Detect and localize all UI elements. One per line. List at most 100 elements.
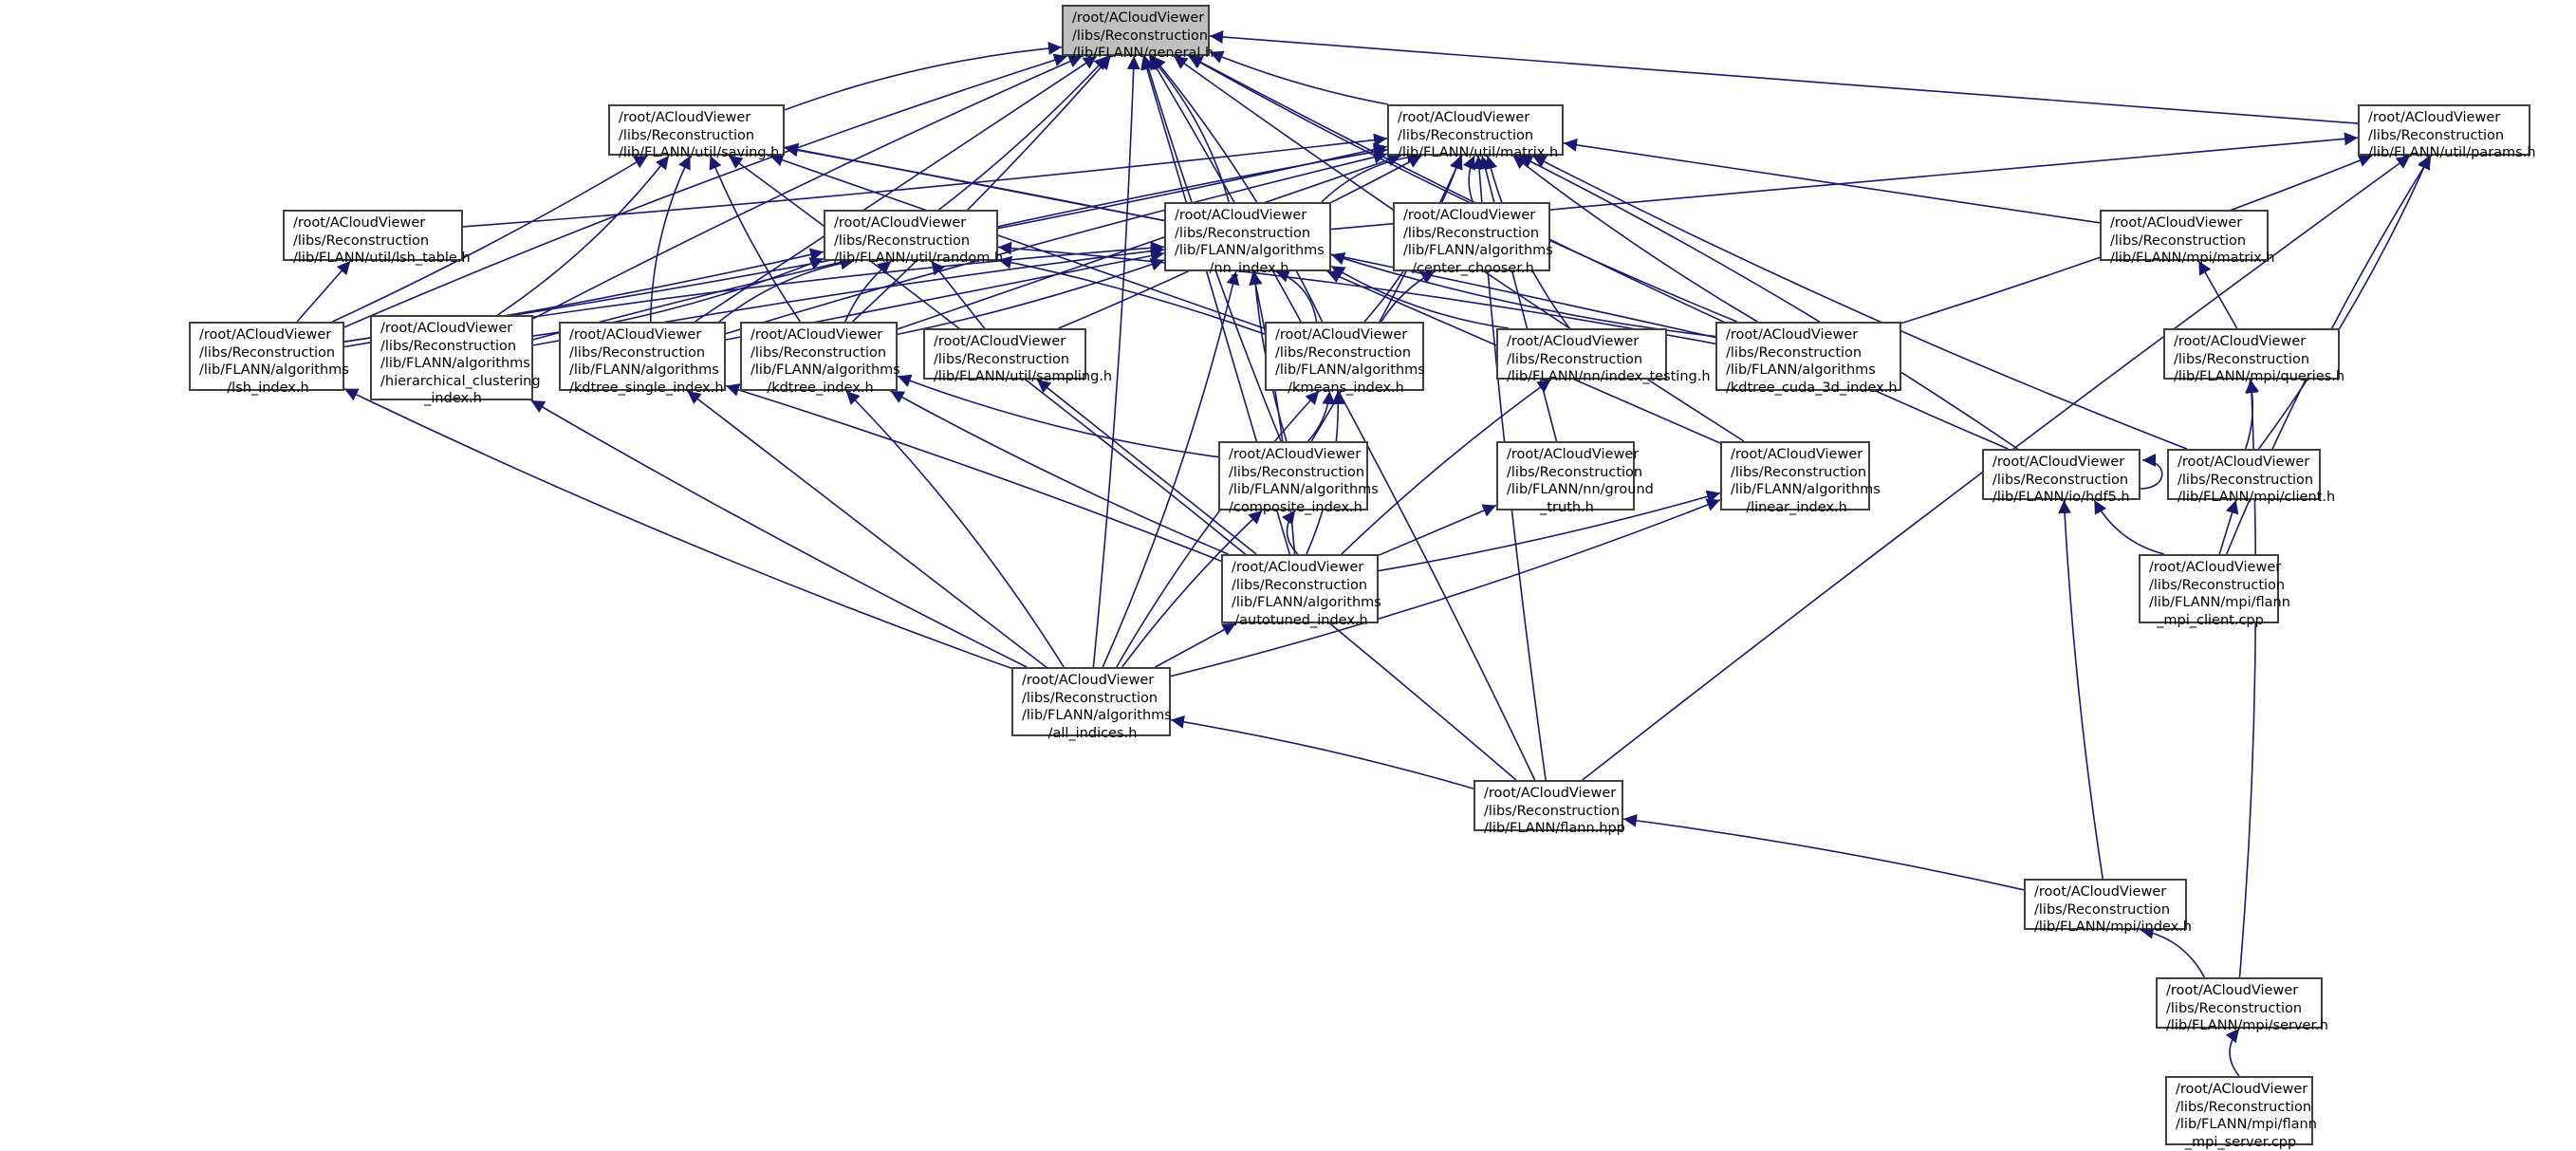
graph-node-hierarchical[interactable]: /root/ACloudViewer/libs/Reconstruction/l… bbox=[370, 315, 533, 400]
node-label-line: /hierarchical_clustering bbox=[380, 373, 526, 391]
node-label-line: /libs/Reconstruction bbox=[199, 344, 337, 362]
node-label-line: /lib/FLANN/algorithms bbox=[751, 362, 890, 380]
node-label-line: /libs/Reconstruction bbox=[2166, 1000, 2315, 1018]
graph-node-nn-index[interactable]: /root/ACloudViewer/libs/Reconstruction/l… bbox=[1164, 202, 1331, 271]
edge-mpi-queries-to-mpi-matrix bbox=[2198, 261, 2236, 328]
node-label-line: /root/ACloudViewer bbox=[2368, 109, 2523, 127]
graph-node-all-indices[interactable]: /root/ACloudViewer/libs/Reconstruction/l… bbox=[1011, 667, 1171, 736]
graph-node-params[interactable]: /root/ACloudViewer/libs/Reconstruction/l… bbox=[2358, 104, 2530, 156]
node-label-line: /kdtree_cuda_3d_index.h bbox=[1726, 380, 1894, 398]
edge-mpi-index-to-hdf5 bbox=[2064, 500, 2103, 879]
node-label-line: /lib/FLANN/algorithms bbox=[1726, 362, 1894, 380]
edge-all-indices-to-kdtree-index bbox=[846, 391, 1064, 667]
node-label-line: /lib/FLANN/algorithms bbox=[1229, 481, 1361, 499]
edge-flann-mpi-client-to-mpi-client bbox=[2219, 500, 2236, 554]
graph-node-kmeans[interactable]: /root/ACloudViewer/libs/Reconstruction/l… bbox=[1265, 322, 1424, 391]
graph-node-sampling[interactable]: /root/ACloudViewer/libs/Reconstruction/l… bbox=[923, 328, 1086, 380]
graph-node-index-testing[interactable]: /root/ACloudViewer/libs/Reconstruction/l… bbox=[1496, 328, 1667, 380]
graph-node-kdtree-index[interactable]: /root/ACloudViewer/libs/Reconstruction/l… bbox=[740, 322, 898, 391]
node-label-line: /libs/Reconstruction bbox=[1229, 464, 1361, 482]
graph-node-flann-mpi-client[interactable]: /root/ACloudViewer/libs/Reconstruction/l… bbox=[2139, 554, 2279, 623]
node-label-line: _truth.h bbox=[1507, 499, 1627, 517]
node-label-line: /root/ACloudViewer bbox=[934, 333, 1079, 351]
graph-node-general[interactable]: /root/ACloudViewer/libs/Reconstruction/l… bbox=[1062, 5, 1210, 56]
graph-node-lsh-table[interactable]: /root/ACloudViewer/libs/Reconstruction/l… bbox=[283, 210, 463, 261]
node-label-line: /root/ACloudViewer bbox=[1403, 207, 1543, 225]
node-label-line: /lib/FLANN/general.h bbox=[1072, 45, 1202, 63]
node-label-line: /root/ACloudViewer bbox=[1232, 559, 1371, 577]
graph-node-kdtree-cuda[interactable]: /root/ACloudViewer/libs/Reconstruction/l… bbox=[1715, 322, 1901, 391]
node-label-line: /kmeans_index.h bbox=[1275, 380, 1417, 398]
node-label-line: /root/ACloudViewer bbox=[2110, 214, 2261, 232]
graph-node-mpi-queries[interactable]: /root/ACloudViewer/libs/Reconstruction/l… bbox=[2163, 328, 2340, 380]
edge-hdf5-to-hdf5 bbox=[2140, 460, 2162, 489]
graph-node-linear[interactable]: /root/ACloudViewer/libs/Reconstruction/l… bbox=[1720, 441, 1870, 511]
node-label-line: /lib/FLANN/mpi/client.h bbox=[2178, 489, 2313, 507]
graph-node-mpi-client[interactable]: /root/ACloudViewer/libs/Reconstruction/l… bbox=[2167, 449, 2321, 500]
node-label-line: /root/ACloudViewer bbox=[2166, 982, 2315, 1000]
node-label-line: /libs/Reconstruction bbox=[2176, 1099, 2306, 1117]
node-label-line: /libs/Reconstruction bbox=[2034, 901, 2179, 919]
graph-node-mpi-server[interactable]: /root/ACloudViewer/libs/Reconstruction/l… bbox=[2156, 977, 2323, 1029]
node-label-line: /root/ACloudViewer bbox=[619, 109, 777, 127]
edge-flann-mpi-client-to-hdf5 bbox=[2094, 500, 2164, 554]
edge-autotuned-to-kdtree-single bbox=[726, 386, 1221, 562]
node-label-line: /libs/Reconstruction bbox=[2368, 127, 2523, 145]
node-label-line: /libs/Reconstruction bbox=[1507, 351, 1659, 369]
node-label-line: /libs/Reconstruction bbox=[380, 338, 526, 356]
graph-node-hdf5[interactable]: /root/ACloudViewer/libs/Reconstruction/l… bbox=[1982, 449, 2140, 500]
edge-flann-mpi-server-to-mpi-server bbox=[2230, 1029, 2239, 1076]
node-label-line: /lib/FLANN/algorithms bbox=[380, 355, 526, 373]
node-label-line: /autotuned_index.h bbox=[1232, 612, 1371, 630]
graph-node-saving[interactable]: /root/ACloudViewer/libs/Reconstruction/l… bbox=[608, 104, 785, 156]
edge-kdtree-index-to-general bbox=[853, 56, 1111, 322]
graph-node-flann-hpp[interactable]: /root/ACloudViewer/libs/Reconstruction/l… bbox=[1473, 780, 1623, 831]
edge-mpi-index-to-flann-hpp bbox=[1623, 819, 2024, 890]
node-label-line: /root/ACloudViewer bbox=[1507, 446, 1627, 464]
edge-all-indices-to-general bbox=[1093, 56, 1134, 667]
edge-hierarchical-to-saving bbox=[497, 156, 669, 315]
node-label-line: /composite_index.h bbox=[1229, 499, 1361, 517]
node-label-line: _index.h bbox=[380, 390, 526, 408]
node-label-line: /lib/FLANN/mpi/flann bbox=[2176, 1116, 2306, 1134]
node-label-line: /lib/FLANN/mpi/server.h bbox=[2166, 1017, 2315, 1035]
node-label-line: /lib/FLANN/algorithms bbox=[1731, 481, 1863, 499]
node-label-line: /libs/Reconstruction bbox=[619, 127, 777, 145]
node-label-line: /lib/FLANN/util/saving.h bbox=[619, 144, 777, 162]
edge-lsh-index-to-lsh-table bbox=[297, 261, 350, 322]
edge-all-indices-to-autotuned bbox=[1156, 623, 1236, 667]
node-label-line: /root/ACloudViewer bbox=[1275, 326, 1417, 344]
node-label-line: /libs/Reconstruction bbox=[2110, 232, 2261, 251]
graph-node-lsh-index[interactable]: /root/ACloudViewer/libs/Reconstruction/l… bbox=[189, 322, 344, 391]
node-label-line: /libs/Reconstruction bbox=[1507, 464, 1627, 482]
node-label-line: /lib/FLANN/mpi/index.h bbox=[2034, 919, 2179, 937]
node-label-line: /root/ACloudViewer bbox=[1731, 446, 1863, 464]
edge-saving-to-general bbox=[785, 47, 1062, 110]
graph-node-matrix[interactable]: /root/ACloudViewer/libs/Reconstruction/l… bbox=[1387, 104, 1564, 156]
graph-node-mpi-index[interactable]: /root/ACloudViewer/libs/Reconstruction/l… bbox=[2024, 879, 2187, 930]
node-label-line: /lib/FLANN/algorithms bbox=[569, 362, 718, 380]
node-label-line: /lib/FLANN/algorithms bbox=[1022, 707, 1163, 725]
node-label-line: /libs/Reconstruction bbox=[2178, 472, 2313, 490]
node-label-line: /lib/FLANN/nn/ground bbox=[1507, 481, 1627, 499]
node-label-line: /root/ACloudViewer bbox=[380, 320, 526, 338]
node-label-line: /libs/Reconstruction bbox=[1484, 803, 1616, 821]
graph-node-composite[interactable]: /root/ACloudViewer/libs/Reconstruction/l… bbox=[1218, 441, 1368, 511]
node-label-line: /lib/FLANN/util/matrix.h bbox=[1398, 144, 1556, 162]
edge-all-indices-to-lsh-index bbox=[344, 389, 1011, 669]
node-label-line: /libs/Reconstruction bbox=[1275, 344, 1417, 362]
graph-node-ground-truth[interactable]: /root/ACloudViewer/libs/Reconstruction/l… bbox=[1496, 441, 1635, 511]
graph-node-flann-mpi-server[interactable]: /root/ACloudViewer/libs/Reconstruction/l… bbox=[2165, 1076, 2313, 1145]
node-label-line: /root/ACloudViewer bbox=[1507, 333, 1659, 351]
node-label-line: /kdtree_index.h bbox=[751, 380, 890, 398]
node-label-line: /lib/FLANN/flann.hpp bbox=[1484, 820, 1616, 838]
graph-node-random[interactable]: /root/ACloudViewer/libs/Reconstruction/l… bbox=[824, 210, 998, 261]
node-label-line: /lib/FLANN/mpi/queries.h bbox=[2174, 368, 2332, 386]
graph-node-mpi-matrix[interactable]: /root/ACloudViewer/libs/Reconstruction/l… bbox=[2100, 210, 2269, 261]
node-label-line: /libs/Reconstruction bbox=[1232, 577, 1371, 595]
graph-node-kdtree-single[interactable]: /root/ACloudViewer/libs/Reconstruction/l… bbox=[559, 322, 726, 391]
graph-node-autotuned[interactable]: /root/ACloudViewer/libs/Reconstruction/l… bbox=[1221, 554, 1379, 623]
node-label-line: /root/ACloudViewer bbox=[1398, 109, 1556, 127]
graph-node-center-chooser[interactable]: /root/ACloudViewer/libs/Reconstruction/l… bbox=[1393, 202, 1550, 271]
